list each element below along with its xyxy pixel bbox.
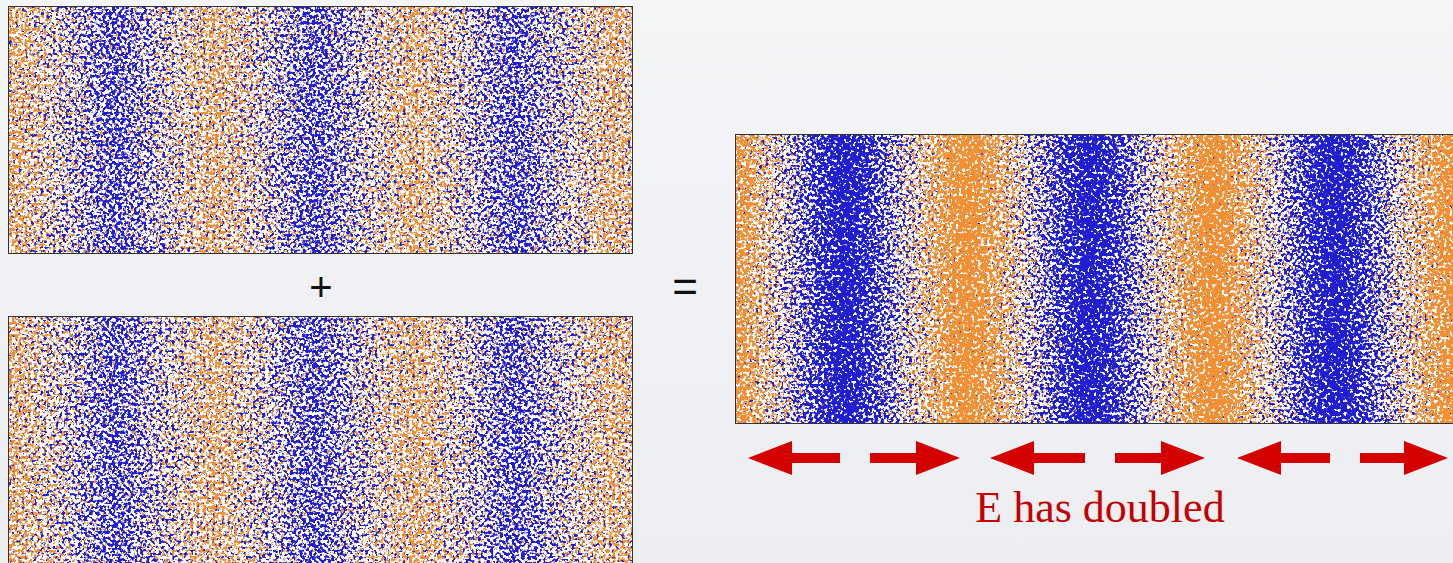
arrow-right xyxy=(1360,441,1448,475)
arrow-left xyxy=(1237,441,1330,475)
arrow-right xyxy=(1115,441,1205,475)
panel-border xyxy=(9,317,633,563)
caption-note: E has doubled xyxy=(975,484,1224,532)
arrow-left xyxy=(748,441,840,475)
arrow-right xyxy=(870,441,960,475)
panel-border xyxy=(736,135,1453,424)
plus-sign: + xyxy=(309,265,332,309)
panel-border xyxy=(9,7,633,254)
field-arrows xyxy=(748,441,1448,475)
field-panel xyxy=(735,134,1453,424)
field-panel xyxy=(8,6,633,254)
field-panel xyxy=(8,316,633,563)
equals-sign: = xyxy=(672,263,698,311)
arrow-left xyxy=(990,441,1085,475)
